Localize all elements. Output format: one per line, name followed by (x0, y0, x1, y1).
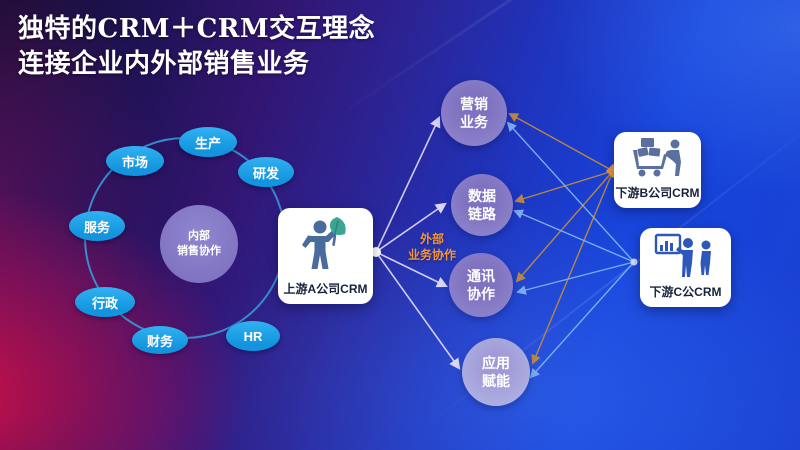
hub-c-junction-dot (630, 258, 638, 266)
hub-downstream-b: 下游B公司CRM (614, 132, 701, 208)
service-communication: 通讯 协作 (449, 253, 513, 317)
hub-downstream-b-label: 下游B公司CRM (615, 186, 700, 200)
slide-title: 独特的CRM＋CRM交互理念 连接企业内外部销售业务 (18, 14, 376, 80)
internal-sales-circle: 内部 销售协作 (160, 205, 238, 283)
presentation-persons-icon (640, 228, 731, 283)
ring-node-market: 市场 (106, 146, 164, 176)
hub-upstream-a: 上游A公司CRM (278, 208, 373, 304)
ring-node-rnd: 研发 (238, 157, 294, 187)
ring-node-admin: 行政 (75, 287, 135, 317)
person-with-leaf-icon (278, 208, 373, 280)
service-data-link: 数据 链路 (451, 174, 513, 236)
external-collaboration-label: 外部 业务协作 (407, 232, 456, 263)
ring-node-production: 生产 (179, 127, 237, 157)
service-app-enablement: 应用 赋能 (462, 338, 530, 406)
shopping-cart-person-icon (614, 132, 701, 184)
hub-upstream-a-label: 上游A公司CRM (283, 282, 368, 296)
hub-downstream-c: 下游C公CRM (640, 228, 731, 307)
hub-downstream-c-label: 下游C公CRM (649, 285, 722, 299)
ring-node-service: 服务 (69, 211, 125, 241)
ring-node-hr: HR (226, 321, 280, 351)
ring-node-finance: 财务 (132, 326, 188, 354)
service-marketing: 营销 业务 (441, 80, 507, 146)
